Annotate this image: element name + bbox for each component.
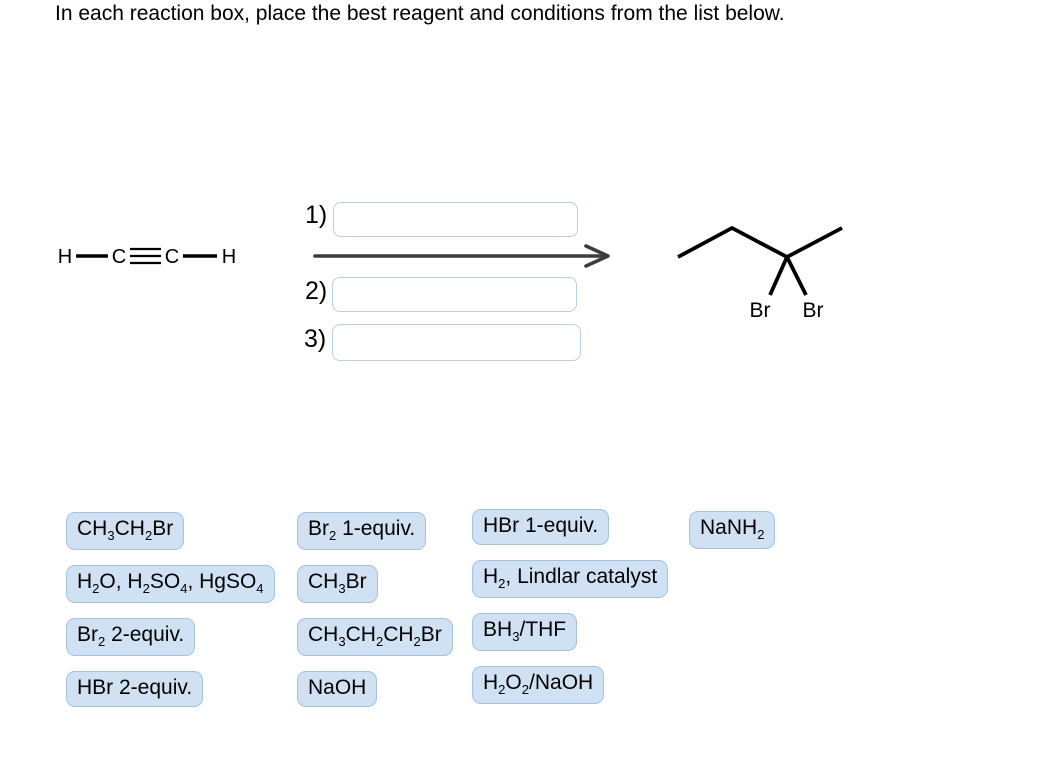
reagent-chip-h2-lindlar[interactable]: H2, Lindlar catalyst (472, 559, 669, 598)
reagent-chip-hbr-2equiv[interactable]: HBr 2-equiv. (66, 671, 204, 707)
br-label: Br (803, 299, 824, 322)
c-br-bond (785, 256, 808, 296)
reagent-chip-naoh[interactable]: NaOH (297, 671, 378, 707)
product-structure-dibromide: Br Br (677, 225, 843, 322)
question-prompt: In each reaction box, place the best rea… (55, 2, 785, 25)
c-br-bond (768, 256, 789, 296)
reagent-chip-hbr-1equiv[interactable]: HBr 1-equiv. (472, 509, 610, 545)
reagent-chip-bh3-thf[interactable]: BH3/THF (472, 612, 578, 651)
atom-label-c: C (165, 246, 179, 268)
reagent-chip-h2o-h2so4-hgso4[interactable]: H2O, H2SO4, HgSO4 (66, 565, 275, 604)
step-1-reagent-input[interactable] (333, 202, 578, 237)
reagent-column-4: NaNH2 (689, 511, 776, 550)
reaction-arrow (313, 244, 610, 268)
step-1-label: 1) (305, 201, 328, 229)
reagent-chip-ch3ch2ch2br[interactable]: CH3CH2CH2Br (297, 618, 453, 657)
arrow-head (584, 244, 610, 268)
step-2-reagent-input[interactable] (332, 277, 577, 312)
reagent-chip-br2-2equiv[interactable]: Br2 2-equiv. (66, 618, 196, 657)
reagent-chip-ch3br[interactable]: CH3Br (297, 565, 378, 604)
reagent-chip-nanh2[interactable]: NaNH2 (689, 511, 776, 550)
step-3-label: 3) (304, 325, 327, 353)
atom-label-h: H (222, 246, 236, 268)
reagent-chip-br2-1equiv[interactable]: Br2 1-equiv. (297, 512, 427, 551)
reagent-chip-ch3ch2br[interactable]: CH3CH2Br (66, 512, 185, 551)
reagent-column-3: HBr 1-equiv. H2, Lindlar catalyst BH3/TH… (472, 509, 669, 704)
atom-label-h: H (58, 246, 72, 268)
reactant-structure-acetylene: H C C H (58, 246, 236, 268)
step-3-reagent-input[interactable] (332, 324, 581, 361)
step-2-label: 2) (305, 277, 328, 305)
carbon-chain-bond (677, 225, 843, 260)
br-label: Br (750, 299, 771, 322)
reagent-column-2: Br2 1-equiv. CH3Br CH3CH2CH2Br NaOH (297, 512, 453, 707)
atom-label-c: C (112, 246, 126, 268)
reagent-chip-h2o2-naoh[interactable]: H2O2/NaOH (472, 665, 605, 704)
reagent-column-1: CH3CH2Br H2O, H2SO4, HgSO4 Br2 2-equiv. … (66, 512, 275, 707)
